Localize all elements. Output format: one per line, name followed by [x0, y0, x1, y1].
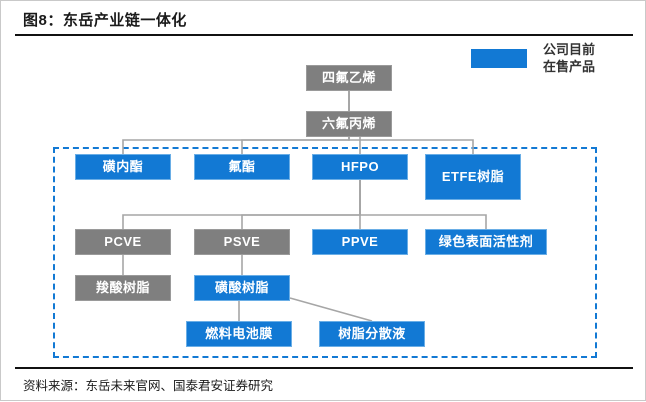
node-sultone[interactable]: 磺内酯 [75, 154, 171, 180]
node-label-line: PSVE [224, 234, 261, 250]
node-hfpo[interactable]: HFPO [312, 154, 408, 180]
node-etfe[interactable]: ETFE树脂 [425, 154, 521, 200]
node-label-line: 六氟丙烯 [322, 116, 376, 132]
node-ppve[interactable]: PPVE [312, 229, 408, 255]
node-dispersion[interactable]: 树脂分散液 [319, 321, 425, 347]
node-label-line: PPVE [342, 234, 379, 250]
node-psve[interactable]: PSVE [194, 229, 290, 255]
source-note: 资料来源：东岳未来官网、国泰君安证券研究 [23, 375, 273, 394]
node-label-line: 羧酸树脂 [96, 280, 150, 296]
node-hfp[interactable]: 六氟丙烯 [306, 111, 392, 137]
node-surfactant[interactable]: 绿色表面活性剂 [425, 229, 547, 255]
node-label-line: PCVE [104, 234, 141, 250]
node-label-line: 磺酸树脂 [215, 280, 269, 296]
node-label-line: 树脂分散液 [338, 326, 406, 342]
node-sulfonic[interactable]: 磺酸树脂 [194, 275, 290, 301]
node-label-line: 树脂 [477, 168, 504, 186]
node-label-line: ETFE [442, 168, 477, 186]
node-label-line: HFPO [341, 159, 379, 175]
node-tfe[interactable]: 四氟乙烯 [306, 65, 392, 91]
node-label-line: 燃料电池膜 [205, 326, 273, 342]
node-label-line: 氟酯 [228, 159, 255, 175]
node-fluoroester[interactable]: 氟酯 [194, 154, 290, 180]
edge-sulfonic-to-dispersion [290, 298, 372, 321]
node-pcve[interactable]: PCVE [75, 229, 171, 255]
edge-hfpo-to-psve [242, 180, 360, 229]
node-label-line: 绿色表面活性剂 [439, 234, 534, 250]
node-label-line: 四氟乙烯 [322, 70, 376, 86]
node-carboxylic[interactable]: 羧酸树脂 [75, 275, 171, 301]
footer-divider [15, 367, 633, 369]
node-label-line: 磺内酯 [103, 159, 144, 175]
node-fuelcell[interactable]: 燃料电池膜 [186, 321, 292, 347]
